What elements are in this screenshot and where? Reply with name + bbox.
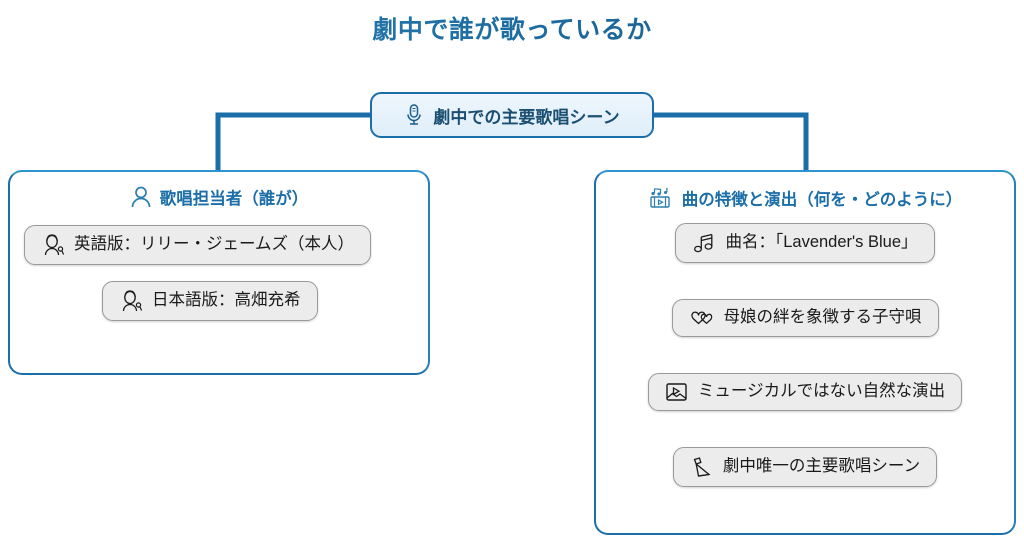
card-song-title[interactable]: 曲名：「Lavender's Blue」 <box>675 223 935 263</box>
microphone-icon <box>404 103 424 127</box>
card-natural-staging-label: ミュージカルではない自然な演出 <box>697 382 946 401</box>
root-node-label: 劇中での主要歌唱シーン <box>433 107 620 127</box>
card-english-singer[interactable]: 英語版：リリー・ジェームズ（本人） <box>24 225 372 265</box>
image-play-icon <box>665 381 689 403</box>
panel-song-features-header: 曲の特徴と演出（何を・どのように） <box>596 185 1014 211</box>
panel-singers: 歌唱担当者（誰が） 英語版：リリー・ジェームズ（本人） <box>8 170 430 375</box>
panel-song-features-title: 曲の特徴と演出（何を・どのように） <box>681 191 963 209</box>
song-card-stack: 曲名：「Lavender's Blue」 母娘の絆を象徴する子守唄 ミ <box>596 223 1014 487</box>
panel-singers-header: 歌唱担当者（誰が） <box>10 185 428 209</box>
connector-root-to-left <box>215 112 370 172</box>
singer-card-stack: 英語版：リリー・ジェームズ（本人） 日本語版：高畑充希 <box>24 209 428 321</box>
connector-root-to-right <box>654 112 809 172</box>
panel-song-features: 曲の特徴と演出（何を・どのように） 曲名：「Lavender's Blue」 <box>594 170 1016 535</box>
card-only-singing-scene-label: 劇中唯一の主要歌唱シーン <box>722 457 921 476</box>
card-only-singing-scene[interactable]: 劇中唯一の主要歌唱シーン <box>672 447 938 487</box>
card-natural-staging[interactable]: ミュージカルではない自然な演出 <box>647 373 963 411</box>
person-icon <box>130 185 152 209</box>
card-japanese-singer-label: 日本語版：高畑充希 <box>152 291 301 310</box>
card-lullaby-bond-label: 母娘の絆を象徴する子守唄 <box>723 308 922 327</box>
card-song-title-label: 曲名：「Lavender's Blue」 <box>725 233 918 252</box>
spotlight-icon <box>690 455 714 479</box>
root-node[interactable]: 劇中での主要歌唱シーン <box>370 92 654 138</box>
panel-singers-title: 歌唱担当者（誰が） <box>159 190 309 208</box>
music-note-icon <box>692 231 716 255</box>
film-music-icon <box>648 185 674 211</box>
woman-singer-icon <box>41 233 65 257</box>
woman-singer-icon <box>119 289 143 313</box>
two-hearts-icon <box>689 307 715 329</box>
page-title: 劇中で誰が歌っているか <box>0 10 1024 46</box>
card-english-singer-label: 英語版：リリー・ジェームズ（本人） <box>74 235 355 254</box>
card-lullaby-bond[interactable]: 母娘の絆を象徴する子守唄 <box>671 299 939 337</box>
card-japanese-singer[interactable]: 日本語版：高畑充希 <box>102 281 318 321</box>
